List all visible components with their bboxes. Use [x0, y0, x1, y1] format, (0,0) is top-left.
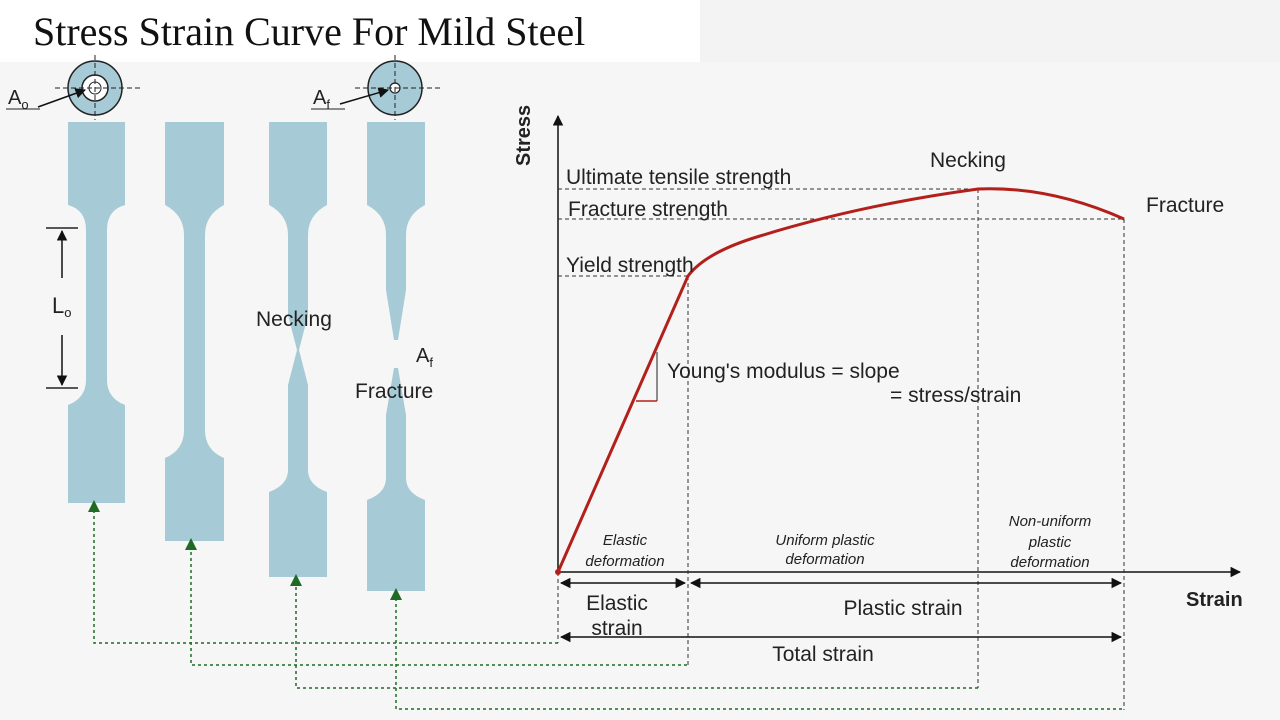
label-yield-strength: Yield strength: [566, 254, 694, 277]
label-fracture-specimen: Fracture: [355, 380, 433, 403]
label-necking-specimen: Necking: [256, 308, 332, 331]
label-total-strain: Total strain: [772, 643, 874, 666]
stress-axis-label: Stress: [513, 105, 535, 166]
header-bar: Stress Strain Curve For Mild Steel: [0, 0, 1280, 62]
cross-section-original-icon: [37, 55, 140, 120]
label-elastic-deformation-2: deformation: [585, 553, 664, 570]
cross-section-fracture-icon: [339, 55, 440, 120]
stress-strain-curve: [556, 187, 1125, 573]
label-necking-point: Necking: [930, 149, 1006, 172]
label-nonuniform-3: deformation: [1010, 554, 1089, 571]
guide-arrowheads: [88, 500, 402, 600]
gauge-length-dimension: [46, 227, 78, 389]
specimen-fractured: [367, 122, 425, 591]
label-uniform-plastic-1: Uniform plastic: [775, 532, 875, 549]
label-af-fracture: Af: [416, 345, 433, 370]
label-fracture-strength: Fracture strength: [568, 198, 728, 221]
label-nonuniform-2: plastic: [1028, 534, 1072, 551]
label-uniform-plastic-2: deformation: [785, 551, 864, 568]
label-nonuniform-1: Non-uniform: [1009, 513, 1092, 530]
label-af-top: Af: [313, 87, 330, 112]
dashed-guides: [557, 188, 1125, 710]
label-elastic-deformation-1: Elastic: [603, 532, 648, 549]
label-a0: Ao: [8, 87, 29, 112]
guide-arrows: [93, 505, 1122, 710]
specimen-necking: [269, 122, 327, 577]
label-fracture-point: Fracture: [1146, 194, 1224, 217]
label-l0: Lo: [52, 293, 71, 320]
label-youngs-modulus-2: = stress/strain: [890, 384, 1021, 407]
strain-axis-label: Strain: [1186, 589, 1243, 611]
page-title: Stress Strain Curve For Mild Steel: [33, 9, 586, 54]
specimen-uniform-elongation: [165, 122, 224, 541]
label-ultimate-tensile-strength: Ultimate tensile strength: [566, 166, 791, 189]
title-box: Stress Strain Curve For Mild Steel: [0, 0, 700, 62]
label-elastic-strain-1: Elastic: [586, 592, 648, 615]
specimen-original: [68, 122, 125, 503]
slope-triangle: [636, 352, 658, 402]
label-elastic-strain-2: strain: [591, 617, 642, 640]
label-youngs-modulus-1: Young's modulus = slope: [667, 360, 900, 383]
label-plastic-strain: Plastic strain: [843, 597, 962, 620]
